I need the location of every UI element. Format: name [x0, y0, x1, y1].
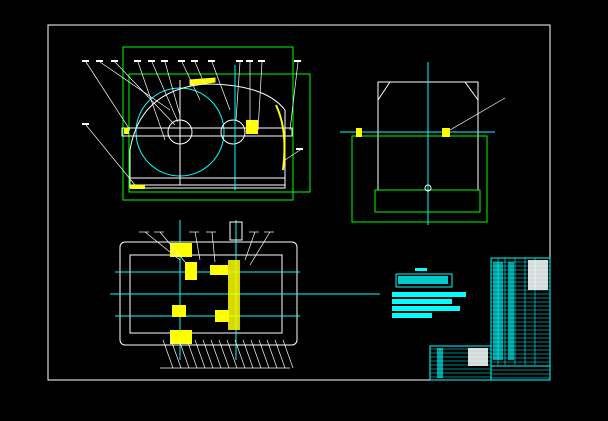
- leader-line: [211, 231, 216, 263]
- part-number-tag: [161, 60, 168, 62]
- leader-line: [181, 61, 201, 101]
- plan-hatch-4: [228, 260, 240, 330]
- notes-title: [415, 268, 427, 271]
- part-number-tag: [191, 60, 198, 62]
- leader-line: [226, 339, 238, 369]
- leader-line: [85, 61, 131, 131]
- leader-line: [284, 149, 301, 161]
- side-drain: [424, 184, 432, 192]
- part-number-tag: [246, 60, 253, 62]
- shaft: [121, 127, 293, 137]
- leader-line: [274, 339, 286, 369]
- bearing-right: [220, 119, 246, 145]
- leader-line: [85, 124, 136, 186]
- notes-table-fill: [398, 276, 448, 284]
- leader-line: [242, 339, 254, 369]
- leader-line: [289, 61, 299, 131]
- leader-line: [159, 231, 186, 263]
- leader-line: [235, 61, 241, 121]
- leader-line: [210, 339, 222, 369]
- leader-line: [249, 231, 271, 266]
- part-number-tag: [111, 60, 118, 62]
- title-frame: [429, 345, 492, 381]
- plan-hatch-1: [170, 243, 192, 257]
- hatch-block: [246, 120, 258, 134]
- plan-hatch-6: [215, 310, 229, 322]
- hatch-arc: [275, 104, 286, 171]
- leader-line: [114, 61, 176, 126]
- notes-table: [395, 273, 453, 288]
- leader-line: [234, 339, 246, 369]
- plan-hatch-5: [210, 265, 228, 275]
- drawing-frame: [47, 24, 551, 381]
- plan-shaft: [229, 221, 243, 241]
- leader-line: [164, 61, 181, 116]
- title-text-column: [437, 348, 443, 378]
- hatch-top: [189, 77, 216, 86]
- notes-text-3: [392, 306, 460, 311]
- side-green-box: [351, 135, 488, 223]
- part-number-tag: [208, 60, 215, 62]
- leader-line: [162, 339, 174, 369]
- base: [129, 177, 286, 189]
- leader-line: [194, 339, 206, 369]
- side-hatch-2: [442, 128, 450, 137]
- leader-line: [218, 339, 230, 369]
- plan-hatch-3: [185, 262, 197, 280]
- leader-line: [258, 339, 270, 369]
- front-view: [82, 46, 311, 201]
- leader-line: [250, 339, 262, 369]
- parts-list-text-column: [493, 262, 503, 360]
- leader-line: [178, 339, 190, 369]
- side-view: [340, 62, 506, 225]
- title-footer: [490, 365, 551, 381]
- side-hatch-1: [356, 128, 362, 137]
- leader-line: [144, 231, 181, 261]
- leader-line: [282, 339, 294, 369]
- notes-text-1: [392, 292, 466, 297]
- leader-line: [202, 339, 214, 369]
- leader-line: [137, 61, 166, 141]
- part-number-tag: [96, 60, 103, 62]
- hatch-base: [130, 185, 145, 189]
- title-name-block: [468, 348, 488, 366]
- leader-line: [194, 231, 201, 261]
- technical-notes: [392, 268, 466, 318]
- leader-line: [186, 339, 198, 369]
- leader-line: [151, 61, 179, 123]
- parts-list-header-block: [528, 260, 548, 290]
- notes-text-2: [392, 299, 452, 304]
- side-leader: [449, 97, 506, 131]
- part-number-tag: [82, 60, 89, 62]
- part-number-tag: [148, 60, 155, 62]
- title-block: [429, 257, 551, 381]
- leader-line: [266, 339, 278, 369]
- dimension-box: [122, 46, 294, 201]
- plan-view: [110, 220, 380, 369]
- part-number-tag: [258, 60, 265, 62]
- part-number-tag: [296, 148, 303, 150]
- plan-hatch-7: [172, 305, 186, 317]
- leader-line: [170, 339, 182, 369]
- hatch-left: [124, 128, 129, 134]
- part-number-tag: [178, 60, 185, 62]
- part-number-tag: [82, 123, 89, 125]
- parts-list-text-column: [508, 262, 514, 360]
- part-number-tag: [134, 60, 141, 62]
- part-number-tag: [236, 60, 243, 62]
- leader-line: [244, 231, 256, 261]
- leader-line: [211, 61, 231, 111]
- leader-line: [194, 61, 206, 86]
- plan-hatch-2: [170, 330, 192, 344]
- casing-outline: [129, 83, 286, 186]
- leader-line: [99, 61, 171, 111]
- part-number-tag: [294, 60, 301, 62]
- leader-line: [257, 61, 263, 131]
- notes-text-4: [392, 313, 432, 318]
